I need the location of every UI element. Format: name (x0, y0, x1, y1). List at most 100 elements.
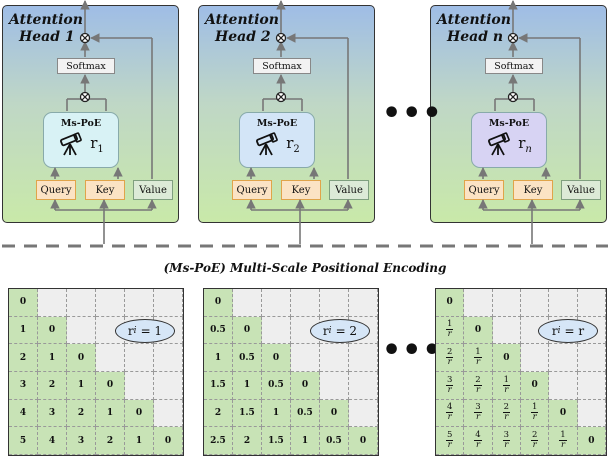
ratio-symbol: r (90, 133, 98, 152)
section-divider (2, 244, 608, 248)
matrix-cell-value: 2 (38, 372, 67, 400)
head-title-line2: Head n (447, 29, 504, 45)
ratio-value: = 1 (140, 323, 163, 338)
head-title-line1: Attention (205, 12, 279, 28)
matrix-cell-empty (320, 344, 349, 372)
matrix-cell-empty (521, 344, 550, 372)
matrix-cell-value: 0 (291, 372, 320, 400)
matrix-cell-value: 1 (204, 344, 233, 372)
matrix-cell-value: 0 (320, 399, 349, 428)
matrix-cell-value: 5 (9, 427, 38, 455)
matrix-cell-value: 4 (38, 427, 67, 455)
matrix-cell-empty (320, 372, 349, 400)
matrix-cell-value: 2 (96, 427, 125, 455)
head-title-line1: Attention (9, 12, 83, 28)
matrix-cell-value: 0 (9, 289, 38, 317)
ratio-index: i (328, 325, 332, 336)
matrix-cell-empty (492, 316, 521, 345)
telescope-icon (488, 132, 511, 156)
value-box: Value (561, 180, 601, 200)
matrix-cell-empty (521, 289, 550, 317)
telescope-icon (60, 132, 83, 156)
matrix-cell-value: 0 (125, 399, 154, 428)
softmax-box: Softmax (253, 58, 311, 74)
matrix-cell-empty (154, 399, 183, 428)
ms-poe-label: Ms-PoE (256, 118, 298, 129)
matrix-cell-value: 1 (38, 344, 67, 372)
matrix-cell-value: 3 (9, 372, 38, 400)
ratio-symbol: r (322, 323, 329, 338)
matrix-cell-empty (38, 289, 67, 317)
matrix-cell-empty (577, 344, 606, 372)
ratio-subscript: 1 (97, 143, 104, 155)
matrix-cell-empty (262, 289, 291, 317)
ratio-subscript: n (525, 143, 532, 155)
softmax-box: Softmax (485, 58, 543, 74)
matrix-cell-empty (233, 289, 262, 317)
softmax-box: Softmax (57, 58, 115, 74)
matrix-cell-value: 2 (9, 344, 38, 372)
query-box: Query (464, 180, 504, 200)
ratio-symbol: r (551, 323, 558, 338)
matrix-cell-value: 0 (204, 289, 233, 317)
matrix-cell-value: 1 (233, 372, 262, 400)
matrix-cell-value: 1 (9, 316, 38, 345)
matrix-cell-empty (549, 372, 578, 400)
matrix-cell-value: 2 (233, 427, 262, 455)
matrix-cell-value: 1 (67, 372, 96, 400)
matrix-cell-value: 0.5 (320, 427, 349, 455)
matrix-cell-empty (349, 399, 378, 428)
head-title-line1: Attention (437, 12, 511, 28)
matrix-cell-value: 2 (67, 399, 96, 428)
matrix-cell-value: 1 (125, 427, 154, 455)
matrix-cell-empty (125, 372, 154, 400)
matrix-cell-value: 0.5 (233, 344, 262, 372)
key-box: Key (85, 180, 125, 200)
head-title-line2: Head 2 (215, 29, 271, 45)
matrix-cell-value: 2 (204, 399, 233, 428)
ratio-subscript: 2 (293, 143, 300, 155)
matrix-cell-empty (349, 344, 378, 372)
key-box: Key (281, 180, 321, 200)
matrix-cell-empty (67, 289, 96, 317)
matrix-cell-value: 0 (492, 344, 521, 372)
matrix-cell-value: 0.5 (204, 316, 233, 345)
scale-ratio-label: r2 (286, 134, 300, 155)
matrix-cell-empty (320, 289, 349, 317)
query-box: Query (36, 180, 76, 200)
matrix-cell-value: 0 (38, 316, 67, 345)
value-box: Value (329, 180, 369, 200)
matrix-cell-empty (349, 289, 378, 317)
head-title-line2: Head 1 (19, 29, 75, 45)
matrix-cell-value: 1.5 (233, 399, 262, 428)
ms-poe-block: Ms-PoE r2 (239, 112, 315, 168)
ratio-symbol: r (518, 133, 526, 152)
ratio-value: = 2 (335, 323, 358, 338)
